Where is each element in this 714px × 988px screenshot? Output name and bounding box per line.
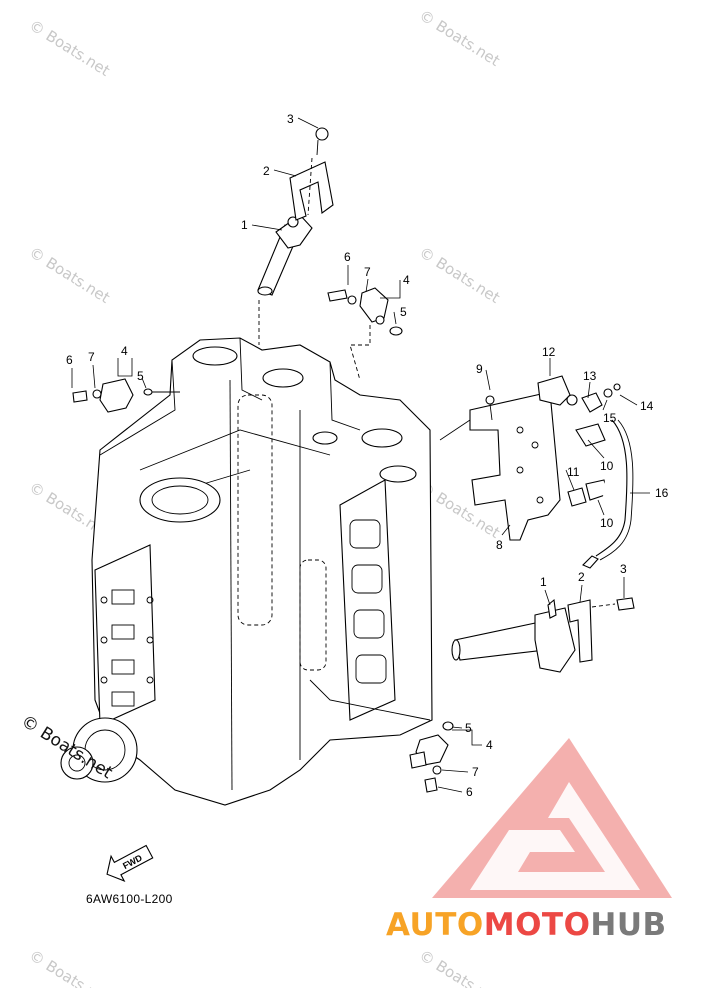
callout-number: 9: [476, 362, 483, 376]
callout-number: 6: [66, 353, 73, 367]
watermark: © Boats.net: [26, 946, 113, 988]
watermark: © Boats.net: [26, 16, 113, 80]
watermark: © Boats.net: [416, 6, 503, 70]
callout-number: 7: [364, 265, 371, 279]
callout-number: 5: [400, 305, 407, 319]
callout-number: 11: [567, 465, 580, 479]
diagram-code: 6AW6100-L200: [86, 892, 173, 906]
callout-number: 6: [466, 785, 473, 799]
left-sensor: [72, 378, 180, 413]
watermark: © Boats.net: [416, 243, 503, 307]
callout-number: 5: [137, 369, 144, 383]
engine-block: [60, 337, 433, 806]
callout-number: 1: [241, 218, 248, 232]
callout-number: 14: [640, 399, 654, 413]
bracket-assembly: [439, 375, 634, 569]
callout-leaders: [71, 117, 650, 793]
callout-number: 5: [465, 721, 472, 735]
callout-number: 10: [600, 459, 614, 473]
callout-number: 6: [344, 250, 351, 264]
bottom-sensor: [309, 679, 454, 793]
callout-number: 1: [540, 575, 547, 589]
callout-number: 16: [655, 486, 669, 500]
callout-number: 4: [486, 738, 493, 752]
automotohub-logo: AUTOMOTOHUB: [386, 738, 672, 943]
callout-number: 4: [403, 273, 410, 287]
callout-number: 2: [263, 164, 270, 178]
top-ignition-coil: [257, 127, 334, 345]
callout-number: 12: [542, 345, 556, 359]
watermark: © Boats.net: [416, 946, 503, 988]
brand-part-hub: HUB: [590, 907, 666, 943]
callout-number: 8: [496, 538, 503, 552]
callout-number: 15: [603, 411, 617, 425]
callout-number: 10: [600, 516, 614, 530]
mid-sensor: [327, 287, 403, 381]
watermark: © Boats.net: [26, 243, 113, 307]
callout-number: 3: [287, 112, 294, 126]
right-ignition-coil: [451, 597, 635, 673]
fwd-arrow-icon: FWD: [106, 844, 154, 882]
brand-wordmark: AUTOMOTOHUB: [386, 907, 667, 943]
callout-number: 4: [121, 344, 128, 358]
callout-number: 3: [620, 562, 627, 576]
callouts: 3 2 1 6 7 4 5 6 7 4 5 9 12 13 14 15 10 1…: [66, 112, 669, 799]
brand-part-moto: MOTO: [484, 907, 591, 943]
callout-number: 7: [88, 350, 95, 364]
callout-number: 2: [578, 570, 585, 584]
brand-part-auto: AUTO: [386, 907, 484, 943]
callout-number: 13: [583, 369, 597, 383]
callout-number: 7: [472, 765, 479, 779]
